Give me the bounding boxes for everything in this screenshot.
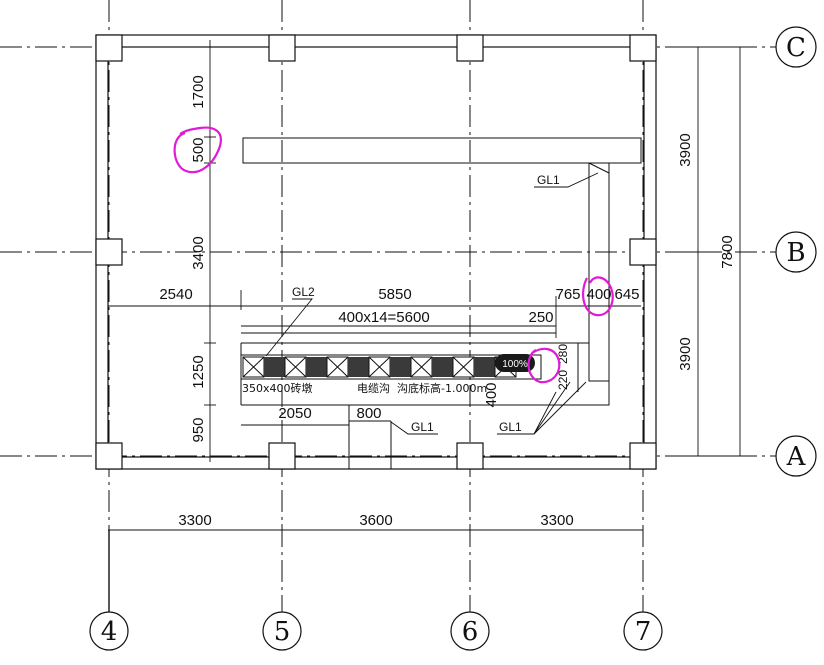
right-dimension-lines [672, 46, 746, 457]
leader-gl1-top [534, 172, 599, 188]
pier-row-frame [240, 354, 542, 380]
cable-trenches [240, 137, 642, 469]
trench-lower-outline [241, 342, 610, 406]
dim-400: 400 [586, 286, 611, 303]
leader-gl2 [265, 298, 313, 357]
trench-hatch [474, 357, 495, 377]
column-c6 [456, 34, 484, 62]
leader-gl1-mid [390, 421, 438, 435]
dim-2050: 2050 [278, 405, 311, 422]
grid-bubble-5 [262, 611, 302, 651]
brick-pier-cross [410, 356, 433, 378]
leader-gl1-right-c [533, 391, 557, 435]
dim-right-3900-top: 3900 [677, 133, 694, 166]
label-gl1-top: GL1 [537, 173, 560, 187]
leader-lines [265, 172, 599, 435]
trench-hatch [306, 357, 327, 377]
column-b7 [629, 238, 657, 266]
dim-right-7800: 7800 [719, 235, 736, 268]
grid-bubble-4 [89, 611, 129, 651]
brick-pier-cross [326, 356, 349, 378]
dim-250: 250 [528, 309, 553, 326]
brick-pier-cross [368, 356, 391, 378]
brick-pier-cross [452, 356, 475, 378]
column-b4 [95, 238, 123, 266]
grid-label-7: 7 [635, 617, 652, 647]
trench-hatch [390, 357, 411, 377]
grid-label-5: 5 [274, 617, 291, 647]
brick-piers [242, 356, 517, 378]
grid-label-4: 4 [101, 617, 118, 647]
columns [95, 34, 657, 470]
dim-2540: 2540 [159, 286, 192, 303]
column-c7 [629, 34, 657, 62]
grid-bubble-7 [623, 611, 663, 651]
dim-left-1250: 1250 [190, 355, 207, 388]
dim-bottom-3600: 3600 [359, 512, 392, 529]
dim-left-3400: 3400 [190, 236, 207, 269]
markup-circle-500 [173, 126, 222, 174]
trench-hatch [432, 357, 453, 377]
grid-label-c: C [786, 33, 806, 63]
grid-label-6: 6 [462, 617, 479, 647]
grid-bubble-c [775, 26, 817, 68]
leader-gl1-right-b [533, 381, 587, 435]
dim-5850: 5850 [378, 286, 411, 303]
dim-bottom-3300-right: 3300 [540, 512, 573, 529]
column-c4 [95, 34, 123, 62]
column-a5 [268, 442, 296, 470]
label-elevation-note: 沟底标高-1.000m [397, 381, 487, 395]
dim-765: 765 [555, 286, 580, 303]
column-c5 [268, 34, 296, 62]
label-pier-note: 350x400砖墩 [242, 381, 313, 395]
dim-left-1700: 1700 [190, 75, 207, 108]
trench-hatch [264, 357, 285, 377]
trench-hatch [348, 357, 369, 377]
trench-upper [242, 137, 642, 164]
zoom-badge [495, 354, 535, 372]
horizontal-dimension-lines [108, 290, 643, 536]
label-trench-note: 电缆沟 [357, 382, 390, 395]
dim-bottom-3300-left: 3300 [178, 512, 211, 529]
brick-pier-cross [242, 356, 265, 378]
trench-vertical-cap [588, 162, 610, 174]
dim-400x14: 400x14=5600 [338, 309, 429, 326]
zoom-badge-text: 100% [502, 359, 528, 370]
markup-circle-trench [527, 347, 561, 384]
grid-bubble-a [775, 435, 817, 477]
grid-bubble-b [775, 231, 817, 273]
grid-label-a: A [786, 442, 807, 472]
column-a6 [456, 442, 484, 470]
markup-circle-400 [581, 276, 614, 317]
dim-400-vertical: 400 [483, 382, 500, 407]
dim-left-500: 500 [190, 137, 207, 162]
dim-280: 280 [556, 344, 570, 364]
brick-pier-cross [284, 356, 307, 378]
dim-right-3900-bottom: 3900 [677, 337, 694, 370]
dim-800: 800 [356, 405, 381, 422]
dim-220: 220 [556, 370, 570, 390]
markup-circles [173, 126, 614, 384]
grid-bubbles [89, 26, 817, 651]
grid-bubble-6 [450, 611, 490, 651]
label-gl1-right: GL1 [499, 420, 522, 434]
label-gl1-mid: GL1 [411, 420, 434, 434]
column-a4 [95, 442, 123, 470]
column-a7 [629, 442, 657, 470]
grid-label-b: B [786, 238, 805, 268]
dim-645: 645 [614, 286, 639, 303]
label-gl2: GL2 [292, 285, 315, 299]
dim-left-950: 950 [190, 417, 207, 442]
